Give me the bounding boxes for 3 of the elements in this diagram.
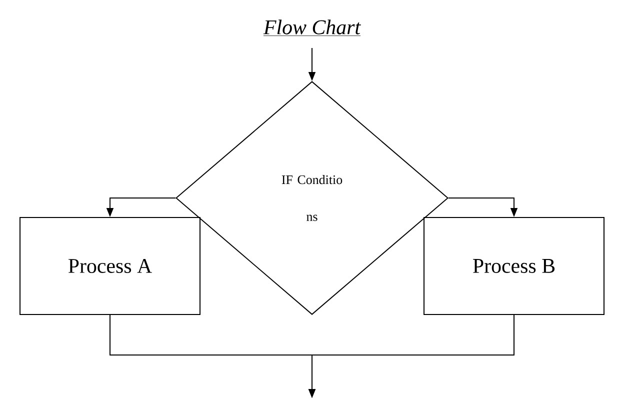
process-box: Process B: [424, 217, 604, 315]
title: Flow Chart: [263, 20, 361, 36]
process-box: Process A: [20, 217, 200, 315]
